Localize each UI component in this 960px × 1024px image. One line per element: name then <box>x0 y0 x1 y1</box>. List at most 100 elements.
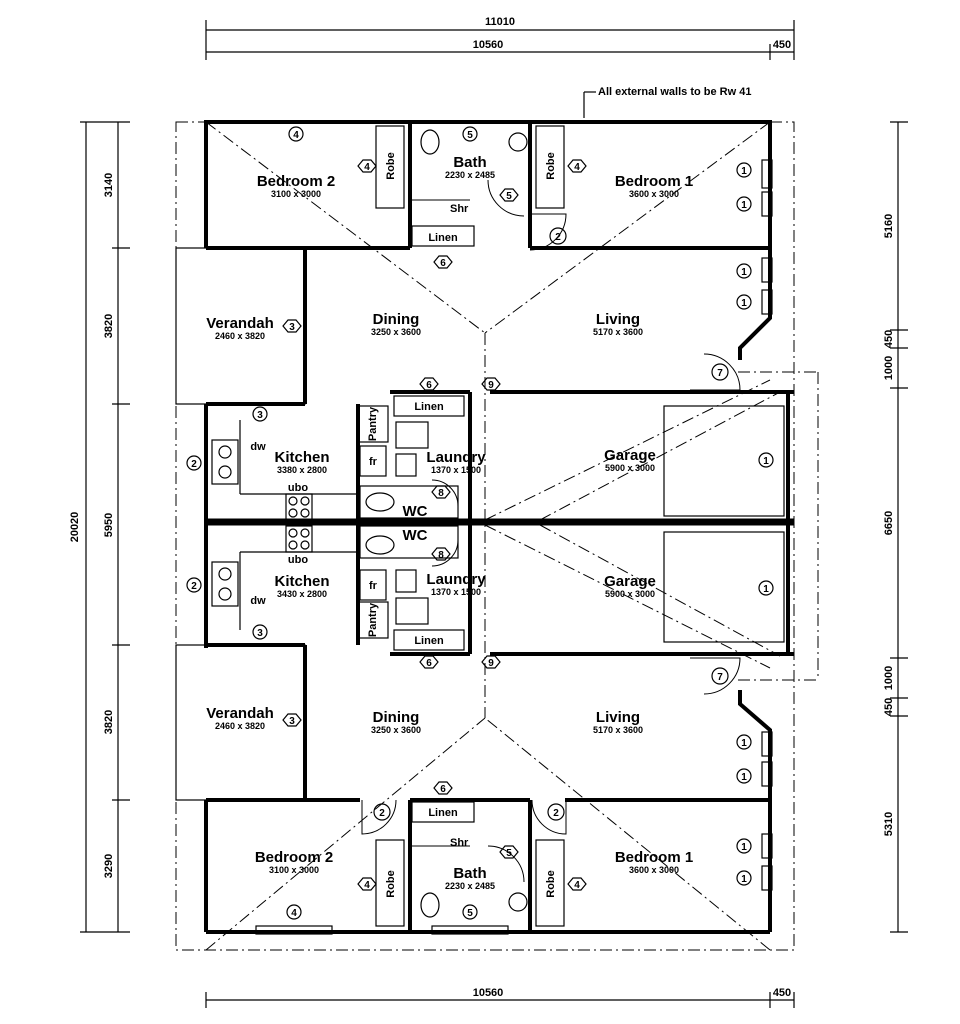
tag-marker: 1 <box>736 768 752 784</box>
tag-markers: 1 1 1 1 1 1 1 1 1 1 2 2 3 3 4 4 5 5 7 7 … <box>186 126 774 920</box>
room-size: 2230 x 2485 <box>445 881 495 891</box>
room-name: Bath <box>453 154 486 171</box>
dim-bottom-side: 450 <box>773 987 791 999</box>
dim-right-7: 5310 <box>883 812 895 836</box>
tag-marker: 8 <box>431 485 451 499</box>
appliance-label: dw <box>250 595 266 607</box>
tag-marker: 4 <box>567 877 587 891</box>
room-name: Robe <box>385 152 397 180</box>
svg-text:4: 4 <box>364 162 370 173</box>
tag-marker: 2 <box>186 455 202 471</box>
room-name: Bedroom 1 <box>615 173 693 190</box>
dim-left-1: 3140 <box>103 173 115 197</box>
fixtures <box>211 125 785 935</box>
tag-marker: 3 <box>282 319 302 333</box>
tag-marker: 8 <box>431 547 451 561</box>
room-name: Verandah <box>206 315 274 332</box>
room-name: Dining <box>373 311 420 328</box>
appliance-label: ubo <box>288 482 308 494</box>
room-name: Bedroom 2 <box>255 849 333 866</box>
room-name: Laundry <box>426 449 486 466</box>
svg-text:4: 4 <box>364 880 370 891</box>
svg-text:3: 3 <box>257 410 263 421</box>
dim-right-5: 1000 <box>883 666 895 690</box>
svg-text:3: 3 <box>257 628 263 639</box>
room-name: Kitchen <box>274 449 329 466</box>
tag-marker: 1 <box>736 734 752 750</box>
room-name: Linen <box>428 807 458 819</box>
room-size: 2460 x 3820 <box>215 721 265 731</box>
svg-text:1: 1 <box>741 166 747 177</box>
room-size: 1370 x 1500 <box>431 587 481 597</box>
room-name: Garage <box>604 573 656 590</box>
room-name: Robe <box>545 152 557 180</box>
svg-text:3: 3 <box>289 322 295 333</box>
dim-left-3: 5950 <box>103 513 115 537</box>
tag-marker: 4 <box>286 904 302 920</box>
svg-text:1: 1 <box>741 874 747 885</box>
dim-left-total: 20020 <box>69 512 81 543</box>
room-name: Verandah <box>206 705 274 722</box>
room-name: fr <box>369 456 378 468</box>
tag-marker: 5 <box>462 126 478 142</box>
svg-text:8: 8 <box>438 550 444 561</box>
svg-text:1: 1 <box>741 200 747 211</box>
room-size: 5170 x 3600 <box>593 725 643 735</box>
dim-right-1: 5160 <box>883 214 895 238</box>
tag-marker: 5 <box>499 845 519 859</box>
svg-text:1: 1 <box>741 842 747 853</box>
room-size: 3600 x 3000 <box>629 865 679 875</box>
room-size: 2230 x 2485 <box>445 170 495 180</box>
svg-text:8: 8 <box>438 488 444 499</box>
dim-right-4: 6650 <box>883 511 895 535</box>
tag-marker: 6 <box>433 255 453 269</box>
tag-marker: 4 <box>357 159 377 173</box>
appliance-label: ubo <box>288 554 308 566</box>
room-name: Bath <box>453 865 486 882</box>
room-name: Living <box>596 311 640 328</box>
svg-text:7: 7 <box>717 368 723 379</box>
svg-text:6: 6 <box>426 658 432 669</box>
tag-marker: 1 <box>736 838 752 854</box>
room-name: Robe <box>385 870 397 898</box>
dim-right-6: 450 <box>883 698 895 716</box>
room-size: 5900 x 3000 <box>605 463 655 473</box>
tag-marker: 7 <box>711 363 729 381</box>
svg-text:4: 4 <box>291 908 297 919</box>
svg-text:5: 5 <box>467 130 473 141</box>
room-name: Robe <box>545 870 557 898</box>
tag-marker: 5 <box>499 188 519 202</box>
svg-text:4: 4 <box>293 130 299 141</box>
tag-marker: 3 <box>252 406 268 422</box>
room-size: 3250 x 3600 <box>371 327 421 337</box>
room-name: WC <box>403 527 428 544</box>
svg-text:1: 1 <box>741 772 747 783</box>
tag-marker: 9 <box>481 377 501 391</box>
dimension-lines <box>80 20 908 1008</box>
room-size: 3380 x 2800 <box>277 465 327 475</box>
svg-text:4: 4 <box>574 880 580 891</box>
svg-text:1: 1 <box>763 584 769 595</box>
tag-marker: 1 <box>758 452 774 468</box>
room-name: Dining <box>373 709 420 726</box>
room-name: Shr <box>450 837 469 849</box>
svg-text:6: 6 <box>440 784 446 795</box>
room-size: 5170 x 3600 <box>593 327 643 337</box>
tag-marker: 6 <box>433 781 453 795</box>
dim-top-overall: 11010 <box>485 16 515 28</box>
room-size: 3600 x 3000 <box>629 189 679 199</box>
tag-marker: 3 <box>282 713 302 727</box>
tag-marker: 2 <box>373 803 391 821</box>
svg-text:2: 2 <box>191 459 197 470</box>
room-name: Shr <box>450 203 469 215</box>
svg-text:5: 5 <box>506 191 512 202</box>
walls <box>175 120 794 934</box>
dim-left-5: 3290 <box>103 854 115 878</box>
room-name: Bedroom 2 <box>257 173 335 190</box>
room-size: 3430 x 2800 <box>277 589 327 599</box>
room-name: WC <box>403 503 428 520</box>
svg-text:1: 1 <box>763 456 769 467</box>
door-swings <box>361 179 741 883</box>
tag-marker: 3 <box>252 624 268 640</box>
